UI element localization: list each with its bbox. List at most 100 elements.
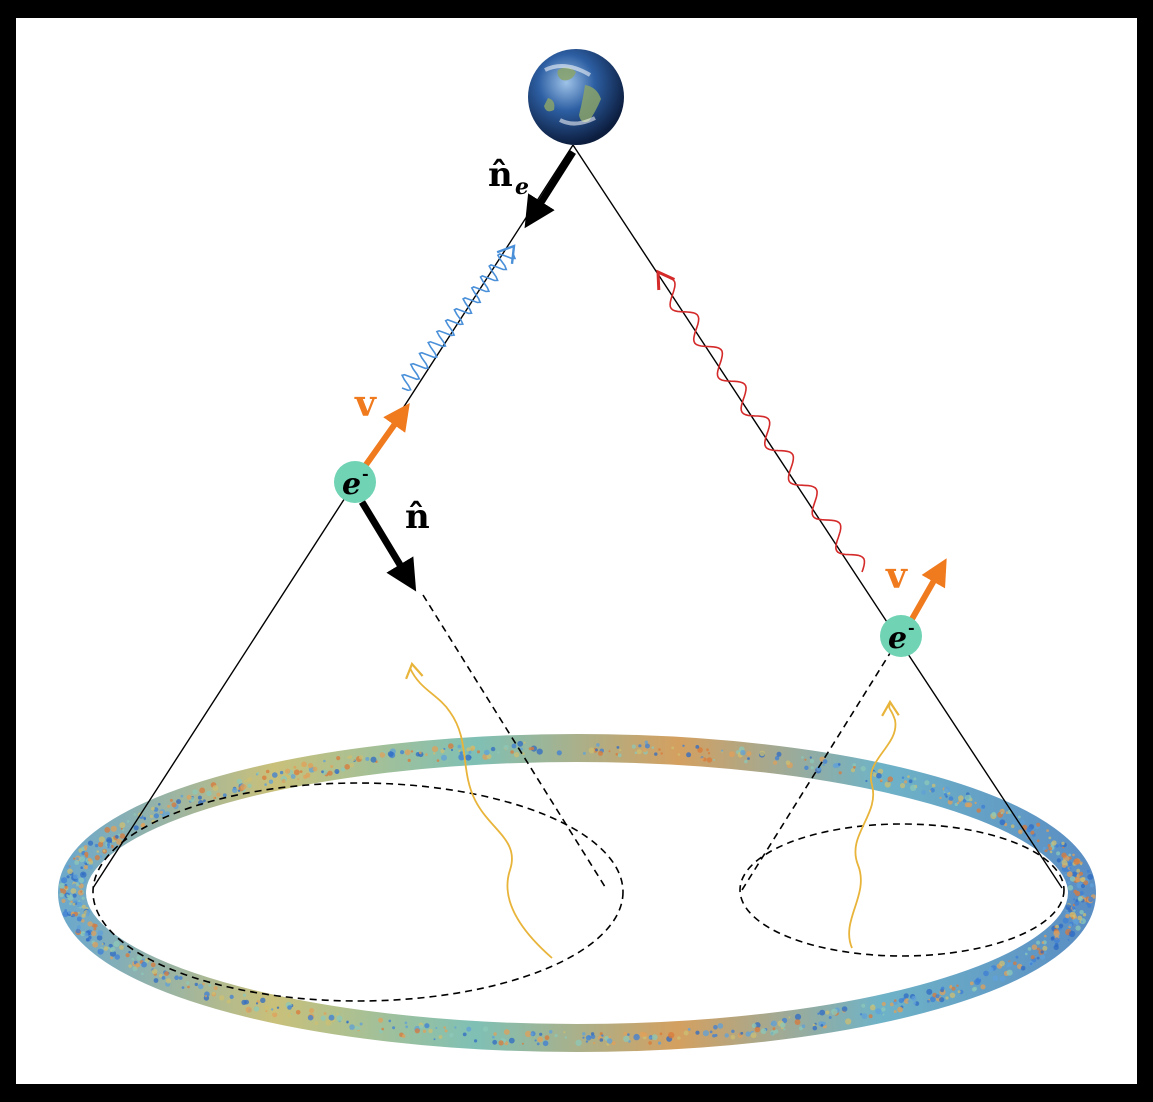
cmb-speckle (1066, 871, 1073, 878)
cmb-speckle (809, 759, 815, 764)
cmb-speckle (730, 1034, 736, 1040)
cmb-speckle (76, 925, 81, 930)
cmb-speckle (859, 1013, 863, 1016)
cmb-speckle (651, 1034, 658, 1041)
cmb-speckle (131, 957, 135, 961)
cmb-speckle (957, 990, 961, 994)
cmb-speckle (910, 784, 917, 791)
cmb-speckle (206, 790, 212, 797)
cmb-speckle (991, 811, 997, 817)
cmb-speckle (418, 751, 422, 755)
cmb-speckle (64, 885, 68, 889)
electron-right-label: e (888, 621, 907, 656)
cmb-speckle (101, 943, 104, 945)
cmb-speckle (980, 984, 986, 990)
cmb-speckle (617, 753, 622, 758)
cmb-speckle (262, 775, 267, 781)
cmb-speckle (731, 1029, 735, 1034)
cmb-speckle (585, 1040, 589, 1043)
cmb-speckle (1069, 876, 1076, 882)
cmb-speckle (176, 799, 182, 805)
cmb-speckle (435, 1027, 438, 1029)
velocity-label-right: v (885, 555, 908, 597)
cmb-speckle (639, 1031, 645, 1038)
cmb-speckle (1064, 873, 1068, 877)
cmb-speckle (323, 1012, 327, 1015)
cmb-speckle (295, 1010, 301, 1015)
cmb-speckle (861, 1013, 868, 1019)
cmb-speckle (287, 1005, 292, 1010)
cmb-speckle (907, 1000, 911, 1003)
cmb-speckle (850, 768, 856, 773)
cmb-speckle (404, 749, 411, 756)
cmb-speckle (1047, 844, 1051, 848)
cmb-speckle (623, 1035, 630, 1043)
cmb-speckle (615, 753, 619, 756)
cmb-speckle (838, 771, 842, 775)
cmb-speckle (1075, 890, 1081, 897)
cmb-speckle (119, 833, 126, 839)
cmb-speckle (268, 779, 274, 784)
cmb-speckle (713, 1025, 718, 1030)
cmb-speckle (84, 932, 89, 937)
cmb-speckle (405, 1025, 409, 1029)
cmb-speckle (264, 783, 267, 786)
cmb-speckle (1049, 850, 1053, 854)
cmb-speckle (80, 890, 83, 893)
cmb-speckle (887, 776, 894, 782)
cmb-speckle (279, 770, 284, 775)
cmb-speckle (951, 986, 956, 991)
cmb-speckle (644, 740, 648, 744)
cmb-speckle (611, 1041, 616, 1046)
cmb-speckle (877, 768, 884, 775)
cmb-speckle (947, 799, 953, 805)
cmb-speckle (976, 808, 981, 813)
cmb-speckle (510, 750, 514, 754)
cmb-speckle (443, 1026, 447, 1029)
cmb-speckle (165, 978, 172, 984)
cmb-speckle (745, 1031, 751, 1037)
cmb-speckle (537, 1036, 544, 1043)
cmb-speckle (73, 857, 76, 860)
cmb-speckle (1018, 815, 1021, 819)
cmb-speckle (548, 1030, 553, 1034)
cmb-speckle (945, 795, 948, 798)
cmb-speckle (913, 777, 917, 781)
cmb-speckle (433, 752, 436, 755)
cmb-speckle (1027, 947, 1032, 951)
cmb-speckle (911, 995, 917, 1002)
cmb-speckle (213, 986, 218, 991)
cmb-speckle (1036, 956, 1040, 960)
cmb-speckle (75, 882, 80, 887)
cmb-speckle (208, 984, 212, 987)
cmb-speckle (125, 953, 130, 958)
cmb-speckle (876, 772, 882, 779)
cmb-speckle (608, 750, 611, 753)
cmb-speckle (344, 764, 351, 770)
cmb-speckle (783, 1028, 786, 1031)
cmb-speckle (204, 995, 208, 998)
cmb-speckle (1065, 909, 1068, 912)
cmb-speckle (410, 750, 414, 753)
cmb-speckle (407, 758, 411, 763)
cmb-speckle (772, 1027, 776, 1031)
cmb-speckle (255, 1002, 259, 1005)
cmb-speckle (272, 772, 278, 778)
cmb-speckle (759, 750, 765, 757)
cmb-speckle (1075, 876, 1081, 883)
cmb-speckle (69, 902, 72, 906)
cmb-speckle (433, 1038, 436, 1041)
cmb-speckle (931, 783, 936, 788)
cmb-speckle (801, 756, 804, 759)
cmb-speckle (1006, 969, 1013, 976)
cmb-speckle (598, 750, 603, 756)
cmb-speckle (449, 1033, 454, 1038)
cmb-speckle (216, 792, 221, 797)
cmb-speckle (776, 751, 782, 757)
earth-globe-icon (528, 49, 624, 145)
cmb-speckle (1007, 961, 1013, 967)
cmb-speckle (969, 981, 974, 986)
cmb-speckle (616, 746, 620, 749)
cmb-speckle (633, 1033, 640, 1041)
